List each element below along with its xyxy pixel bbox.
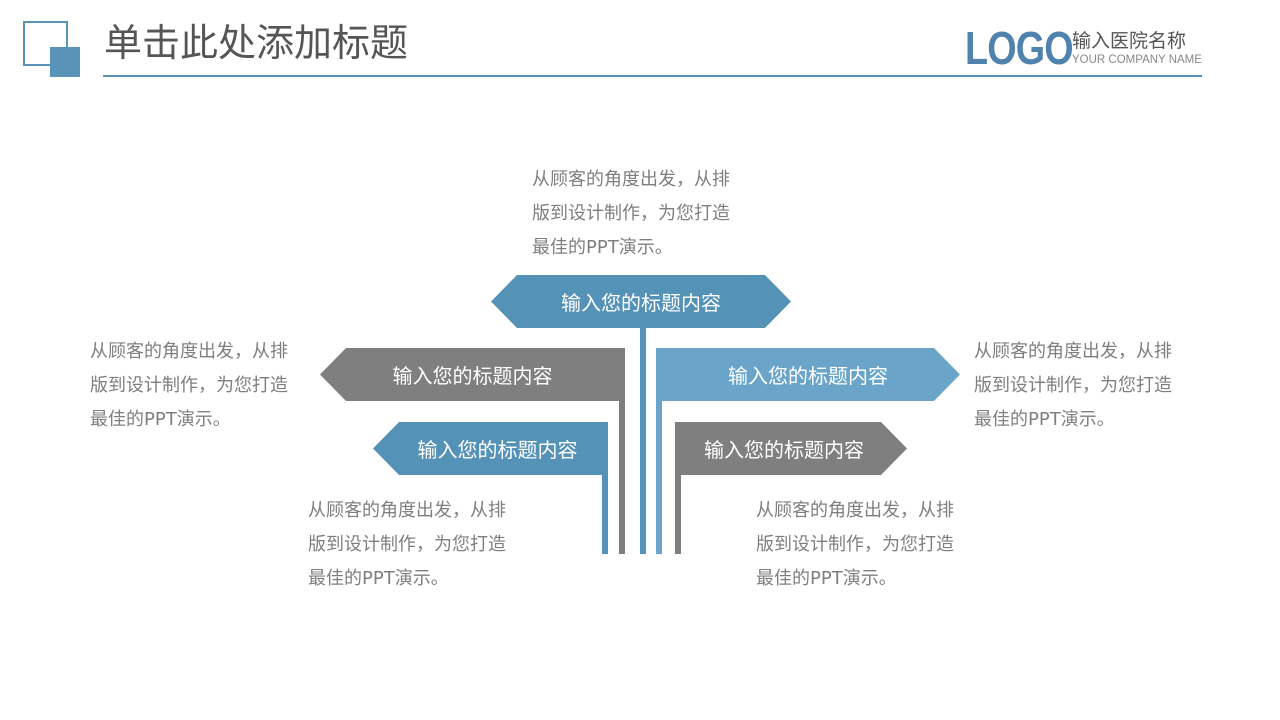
desc-line: 版到设计制作，为您打造: [756, 534, 954, 555]
stem-low-right: [675, 474, 681, 554]
banner-top-label: 输入您的标题内容: [561, 291, 721, 315]
banner-mid-left[interactable]: 输入您的标题内容: [320, 348, 625, 401]
corner-square-outline: [23, 21, 68, 66]
desc-line: 最佳的PPT演示。: [90, 409, 231, 430]
desc-line: 最佳的PPT演示。: [974, 409, 1115, 430]
stem-mid-left: [619, 400, 625, 554]
stem-low-left: [602, 474, 608, 554]
desc-mid-left[interactable]: 从顾客的角度出发，从排 版到设计制作，为您打造 最佳的PPT演示。: [90, 335, 320, 437]
banner-mid-left-label: 输入您的标题内容: [392, 364, 553, 388]
stem-top: [640, 327, 646, 554]
desc-line: 最佳的PPT演示。: [308, 568, 449, 589]
desc-line: 从顾客的角度出发，从排: [532, 169, 730, 190]
desc-mid-right[interactable]: 从顾客的角度出发，从排 版到设计制作，为您打造 最佳的PPT演示。: [974, 335, 1204, 437]
corner-square-filled: [50, 47, 80, 77]
logo: LOGO: [965, 22, 1074, 74]
banner-low-left-label: 输入您的标题内容: [417, 438, 578, 462]
desc-low-right[interactable]: 从顾客的角度出发，从排 版到设计制作，为您打造 最佳的PPT演示。: [756, 494, 986, 596]
banner-mid-right-label: 输入您的标题内容: [728, 364, 888, 388]
company-name[interactable]: YOUR COMPANY NAME: [1072, 54, 1202, 66]
desc-line: 版到设计制作，为您打造: [90, 375, 288, 396]
desc-line: 最佳的PPT演示。: [532, 237, 673, 258]
banner-top[interactable]: 输入您的标题内容: [491, 275, 791, 328]
banner-mid-right[interactable]: 输入您的标题内容: [656, 348, 960, 401]
desc-line: 从顾客的角度出发，从排: [90, 341, 288, 362]
desc-line: 从顾客的角度出发，从排: [308, 500, 506, 521]
banner-low-left[interactable]: 输入您的标题内容: [373, 422, 608, 475]
stem-mid-right: [656, 400, 662, 554]
desc-line: 版到设计制作，为您打造: [974, 375, 1172, 396]
desc-line: 版到设计制作，为您打造: [308, 534, 506, 555]
desc-line: 最佳的PPT演示。: [756, 568, 897, 589]
desc-top[interactable]: 从顾客的角度出发，从排 版到设计制作，为您打造 最佳的PPT演示。: [532, 163, 762, 265]
desc-line: 从顾客的角度出发，从排: [974, 341, 1172, 362]
desc-low-left[interactable]: 从顾客的角度出发，从排 版到设计制作，为您打造 最佳的PPT演示。: [308, 494, 538, 596]
desc-line: 从顾客的角度出发，从排: [756, 500, 954, 521]
desc-line: 版到设计制作，为您打造: [532, 203, 730, 224]
slide-title[interactable]: 单击此处添加标题: [104, 21, 409, 65]
banner-low-right-label: 输入您的标题内容: [704, 438, 864, 462]
banner-low-right[interactable]: 输入您的标题内容: [675, 422, 907, 475]
title-underline: [103, 75, 1202, 77]
hospital-name[interactable]: 输入医院名称: [1072, 30, 1187, 52]
